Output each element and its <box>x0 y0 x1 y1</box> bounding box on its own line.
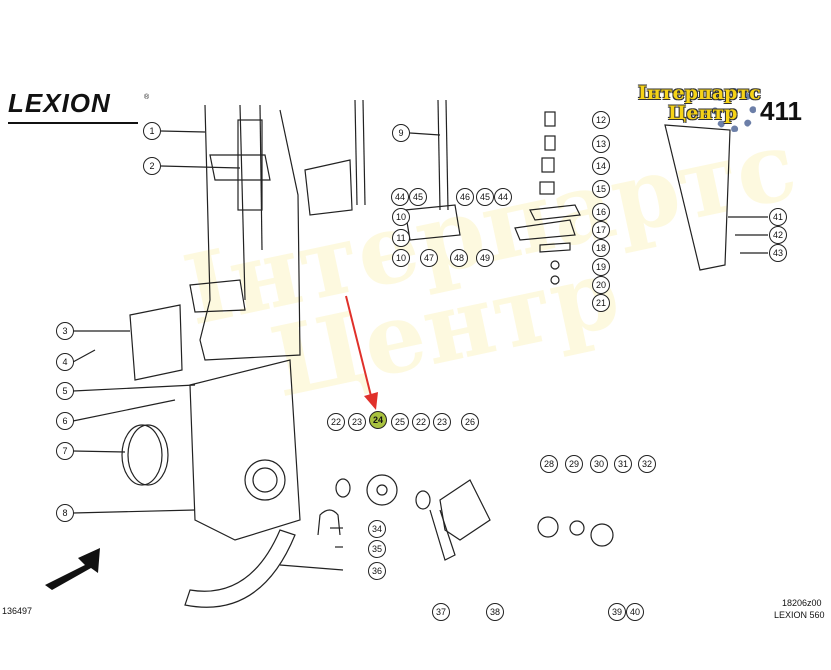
callout-22: 22 <box>327 413 345 431</box>
callout-21: 21 <box>592 294 610 312</box>
footer-left-code: 136497 <box>2 606 33 616</box>
callout-46: 46 <box>456 188 474 206</box>
highlight-arrow-icon <box>364 392 378 410</box>
brand-logo: LEXION <box>8 88 111 118</box>
interparts-logo: Інтерпартс Центр <box>638 82 761 138</box>
callout-24-highlighted: 24 <box>369 411 387 429</box>
callout-2: 2 <box>143 157 161 175</box>
callout-23b: 23 <box>433 413 451 431</box>
callout-6: 6 <box>56 412 74 430</box>
callout-47: 47 <box>420 249 438 267</box>
callout-39: 39 <box>608 603 626 621</box>
callout-3: 3 <box>56 322 74 340</box>
callout-23: 23 <box>348 413 366 431</box>
callout-11: 11 <box>392 229 410 247</box>
callout-16: 16 <box>592 203 610 221</box>
callout-20: 20 <box>592 276 610 294</box>
callout-25: 25 <box>391 413 409 431</box>
callout-42: 42 <box>769 226 787 244</box>
direction-arrow-icon <box>45 548 100 590</box>
callout-4: 4 <box>56 353 74 371</box>
callout-22b: 22 <box>412 413 430 431</box>
callout-44: 44 <box>391 188 409 206</box>
logo-line2: Центр <box>668 102 738 124</box>
callout-49: 49 <box>476 249 494 267</box>
footer-model: LEXION 560 <box>774 610 825 620</box>
gear-icon <box>712 88 756 132</box>
footer-right-code: 18206z00 <box>782 598 822 608</box>
callout-10b: 10 <box>392 249 410 267</box>
callout-45b: 45 <box>476 188 494 206</box>
callout-43: 43 <box>769 244 787 262</box>
brand-underline <box>8 122 138 124</box>
callout-48: 48 <box>450 249 468 267</box>
brand-registered-mark: ® <box>144 94 150 101</box>
callout-7: 7 <box>56 442 74 460</box>
callout-15: 15 <box>592 180 610 198</box>
callout-40: 40 <box>626 603 644 621</box>
page-number: 411 <box>760 96 802 126</box>
callout-31: 31 <box>614 455 632 473</box>
callout-10: 10 <box>392 208 410 226</box>
callout-14: 14 <box>592 157 610 175</box>
callout-8: 8 <box>56 504 74 522</box>
callout-38: 38 <box>486 603 504 621</box>
callout-30: 30 <box>590 455 608 473</box>
callout-9: 9 <box>392 124 410 142</box>
callout-17: 17 <box>592 221 610 239</box>
callout-34: 34 <box>368 520 386 538</box>
callout-19: 19 <box>592 258 610 276</box>
callout-1: 1 <box>143 122 161 140</box>
callout-26: 26 <box>461 413 479 431</box>
callout-37: 37 <box>432 603 450 621</box>
callout-45: 45 <box>409 188 427 206</box>
callout-28: 28 <box>540 455 558 473</box>
logo-line1: Інтерпартс <box>638 82 761 104</box>
callout-29: 29 <box>565 455 583 473</box>
callout-18: 18 <box>592 239 610 257</box>
callout-12: 12 <box>592 111 610 129</box>
callout-5: 5 <box>56 382 74 400</box>
callout-32: 32 <box>638 455 656 473</box>
callout-13: 13 <box>592 135 610 153</box>
callout-35: 35 <box>368 540 386 558</box>
callout-36: 36 <box>368 562 386 580</box>
callout-41: 41 <box>769 208 787 226</box>
callout-44b: 44 <box>494 188 512 206</box>
